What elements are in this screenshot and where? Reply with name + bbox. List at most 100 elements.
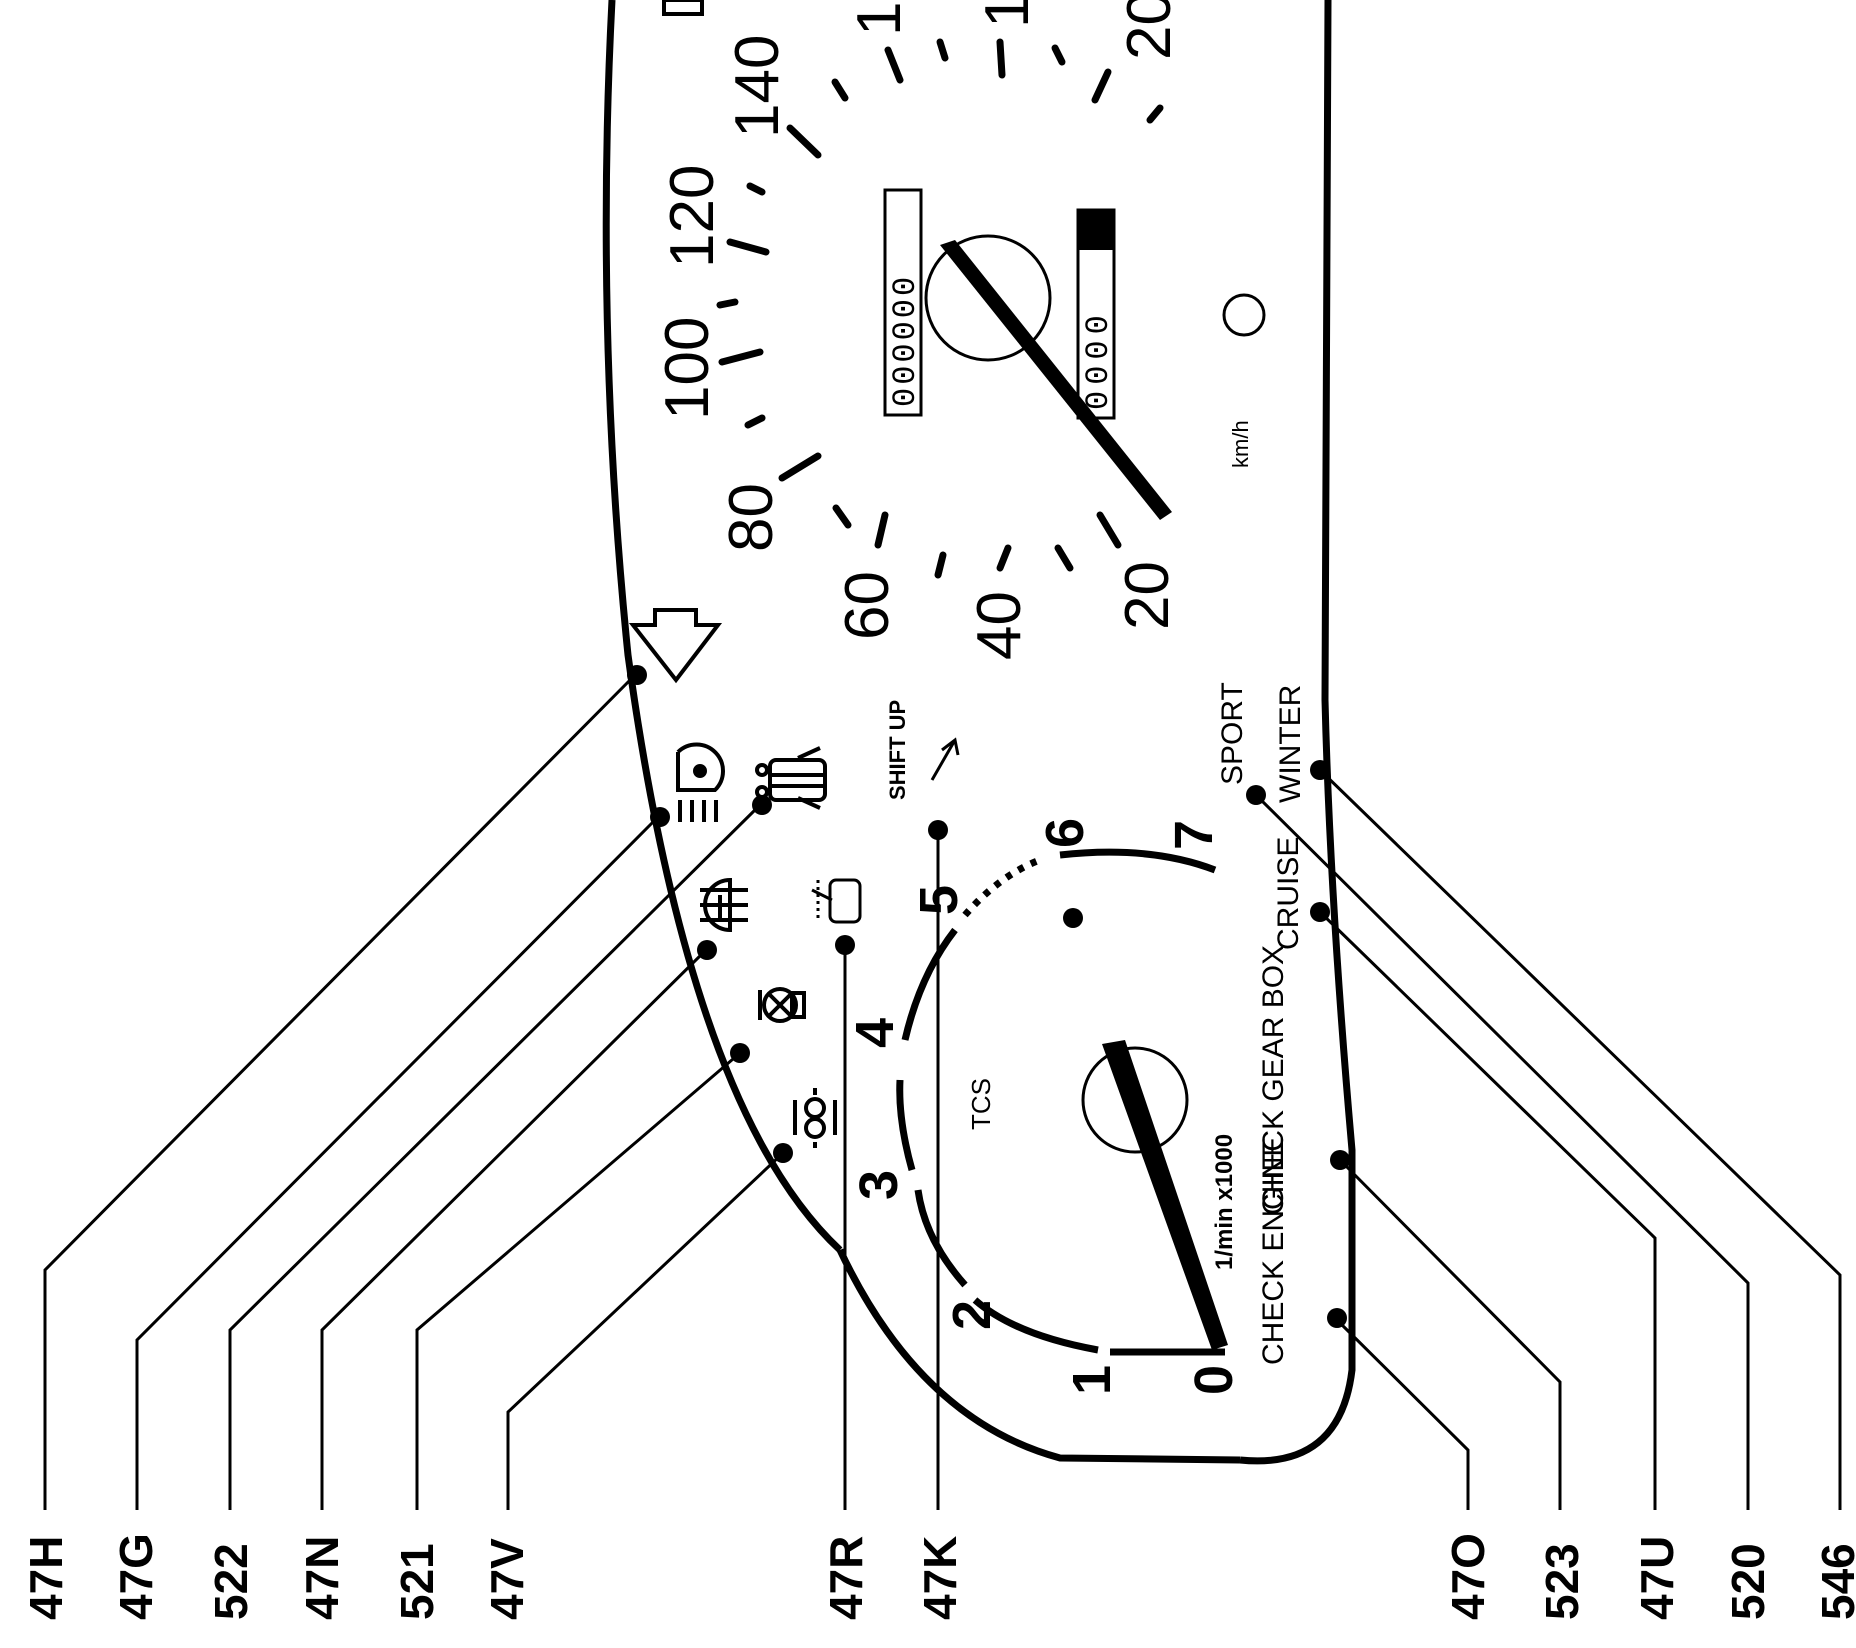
leader-523 xyxy=(1338,1158,1562,1510)
tacho-label-6: 6 xyxy=(1035,818,1095,848)
tacho-arc-4-5 xyxy=(901,927,958,1041)
speed-label-100: 100 xyxy=(653,317,722,420)
leader-47V xyxy=(506,1152,784,1510)
speed-tick xyxy=(1091,68,1112,104)
leader-521 xyxy=(415,1051,741,1510)
odometer-digits: 000000 xyxy=(887,274,924,407)
tacho-label-1: 1 xyxy=(1062,1365,1122,1395)
callout-label-47R: 47R xyxy=(820,1536,872,1620)
leader-47H xyxy=(43,673,637,1510)
text-indicators: SPORT WINTER CRUISE CHECK GEAR BOX CHECK… xyxy=(1216,682,1307,1365)
speed-tick xyxy=(936,38,949,62)
turn-signal-arrow-icon xyxy=(628,608,723,684)
tachometer-scale: 0 1 2 3 4 5 6 7 xyxy=(845,818,1244,1395)
speed-label-120: 120 xyxy=(658,165,727,268)
dot-521 xyxy=(730,1043,750,1063)
odometer-display: 000000 xyxy=(883,188,924,417)
tachometer: 0 1 2 3 4 5 6 7 TCS 1/min x1000 xyxy=(845,818,1244,1395)
dot-47R xyxy=(835,935,855,955)
warning-symbols: SHIFT UP xyxy=(628,608,960,1148)
speed-tick xyxy=(746,182,766,196)
callout-label-47H: 47H xyxy=(20,1536,72,1620)
speed-tick xyxy=(786,124,822,159)
tacho-arc-3-4 xyxy=(896,1079,916,1171)
tacho-arc-6-7 xyxy=(1059,848,1217,874)
leader-lines xyxy=(43,673,1842,1510)
speed-label-80: 80 xyxy=(717,483,786,552)
speedometer: 20 40 60 80 100 120 140 160 180 200 0000… xyxy=(653,0,1266,660)
tachometer-red-zone-dot xyxy=(1063,908,1083,928)
callout-label-47O: 47O xyxy=(1442,1533,1494,1620)
tacho-label-2: 2 xyxy=(942,1300,1002,1330)
callout-label-47K: 47K xyxy=(914,1536,966,1620)
odometer-frame xyxy=(883,188,923,417)
dot-47N xyxy=(697,940,717,960)
brake-warning-icon xyxy=(758,987,806,1023)
callout-label-523: 523 xyxy=(1536,1543,1588,1620)
tacho-arc-1-2 xyxy=(972,1297,1099,1354)
speedometer-needle xyxy=(940,240,1172,520)
speedometer-unit: km/h xyxy=(1228,420,1253,468)
callout-label-47V: 47V xyxy=(481,1538,533,1620)
housing-bottom-curve xyxy=(836,1248,1241,1464)
speed-tick xyxy=(934,551,947,579)
speed-tick xyxy=(1051,44,1066,66)
trip-display: 0000 xyxy=(1076,208,1117,420)
high-beam-icon xyxy=(676,742,726,822)
callout-labels: 47H 47G 522 47N 521 47V 47R 47K 47O 523 … xyxy=(20,1533,1856,1620)
speed-tick xyxy=(1054,544,1074,572)
tacho-label-0: 0 xyxy=(1184,1365,1244,1395)
check-engine-text: CHECK ENGINE xyxy=(1257,1137,1290,1365)
shift-up-arrow-icon xyxy=(930,737,960,781)
speed-label-20: 20 xyxy=(1113,561,1182,630)
trip-digits: 0000 xyxy=(1080,309,1117,410)
leader-522 xyxy=(228,803,762,1510)
leader-520 xyxy=(1254,793,1750,1510)
cluster-housing xyxy=(602,0,1356,1465)
dot-523 xyxy=(1330,1150,1350,1170)
dot-47U xyxy=(1310,902,1330,922)
leader-546 xyxy=(1318,768,1842,1510)
washer-fluid-icon xyxy=(811,878,862,924)
high-beam-lamp xyxy=(676,742,726,792)
tacho-arc-2-3 xyxy=(914,1189,968,1288)
tacho-label-5: 5 xyxy=(909,885,969,915)
speed-tick xyxy=(718,348,764,366)
speed-tick xyxy=(996,544,1012,572)
speed-tick xyxy=(716,298,739,309)
tacho-arc-5-6 xyxy=(962,856,1042,918)
speedometer-ticks xyxy=(716,38,1164,579)
tcs-label: TCS xyxy=(966,1078,996,1130)
callout-label-521: 521 xyxy=(391,1543,443,1620)
speedometer-hub xyxy=(924,234,1052,362)
speed-label-40: 40 xyxy=(965,591,1034,660)
cruise-indicator: CRUISE xyxy=(1272,837,1305,950)
speedometer-scale: 20 40 60 80 100 120 140 160 180 200 xyxy=(653,0,1184,660)
leader-47N xyxy=(320,948,708,1510)
trip-reset-knob xyxy=(1222,293,1266,337)
door-ajar-icon xyxy=(755,746,827,810)
tacho-label-3: 3 xyxy=(849,1170,909,1200)
housing-right-edge xyxy=(1239,0,1356,1465)
trip-digit-black xyxy=(1078,210,1114,250)
callout-label-522: 522 xyxy=(205,1543,257,1620)
dot-47V xyxy=(773,1143,793,1163)
tacho-label-4: 4 xyxy=(845,1018,905,1048)
speed-label-200: 200 xyxy=(1115,0,1184,60)
leader-47U xyxy=(1318,910,1657,1510)
tachometer-needle xyxy=(1102,1040,1228,1350)
high-beam-dot xyxy=(693,764,707,778)
dot-520 xyxy=(1246,785,1266,805)
tacho-label-7: 7 xyxy=(1164,820,1224,850)
leader-47G xyxy=(135,815,660,1510)
speed-tick xyxy=(996,38,1006,79)
dot-522 xyxy=(752,795,772,815)
check-engine-indicator: CHECK ENGINE xyxy=(1257,1137,1290,1365)
speed-tick xyxy=(874,511,889,549)
speed-tick xyxy=(831,78,849,102)
leader-47O xyxy=(1335,1318,1470,1510)
speed-tick xyxy=(744,414,766,429)
speed-tick xyxy=(832,504,852,529)
